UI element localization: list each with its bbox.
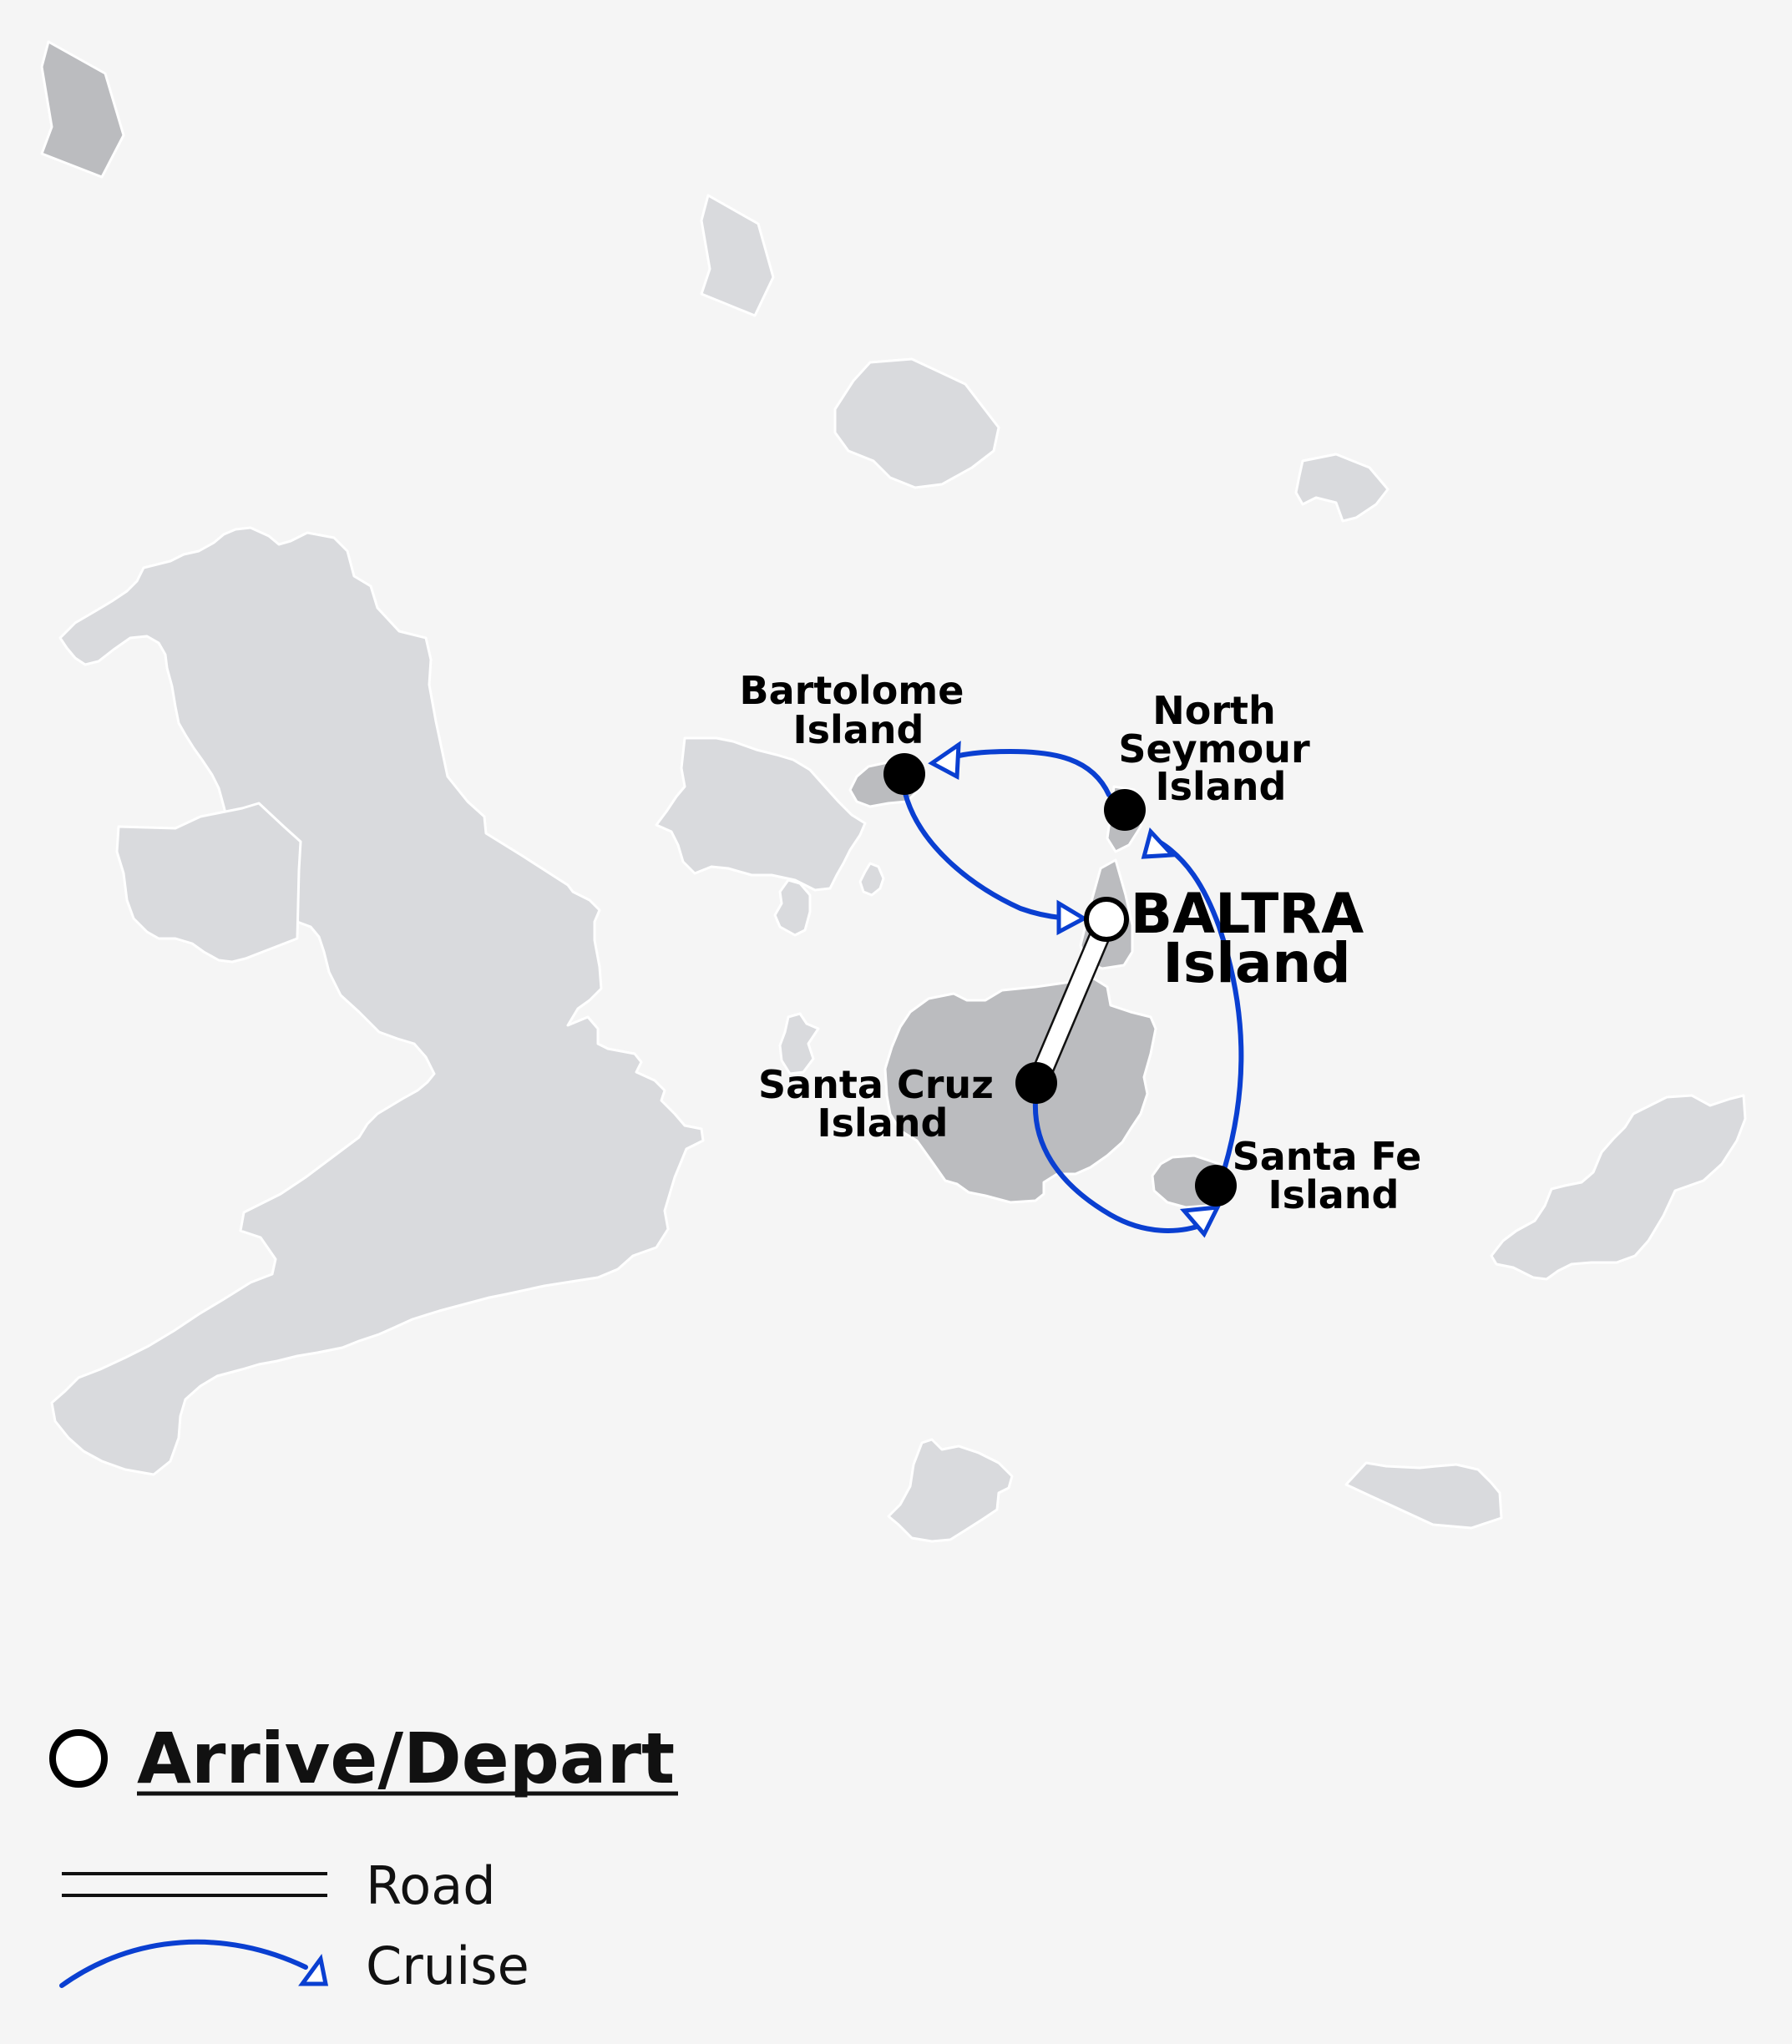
island-rabida: [773, 878, 812, 937]
island-fernandina: [115, 802, 302, 964]
cruise-arrowhead-santa-fe: [1179, 1205, 1222, 1238]
island-pinzon: [778, 1012, 820, 1075]
label-santa-fe: Santa Fe Island: [1233, 1134, 1435, 1217]
cruise-north-seymour-to-bartolome: [936, 748, 1111, 797]
cruise-routes: [903, 741, 1244, 1238]
island-isabela: [50, 526, 705, 1476]
legend: Arrive/Depart Road Cruise: [49, 1718, 678, 1996]
legend-title: Arrive/Depart: [137, 1718, 675, 1799]
cruise-arrowhead-bartolome: [928, 741, 961, 781]
stop-baltra-hub: [1084, 897, 1129, 942]
cruise-arrowhead-north-seymour: [1141, 827, 1177, 859]
road-baltra-santa-cruz: [1027, 915, 1116, 1089]
label-bartolome: Bartolome Island: [740, 668, 978, 752]
legend-arrive-depart-icon: [49, 1729, 108, 1788]
cruise-arrowhead-baltra: [1056, 899, 1089, 936]
island-darwin: [40, 40, 125, 179]
stop-santa-cruz: [1015, 1062, 1057, 1104]
legend-road-label: Road: [366, 1855, 496, 1916]
island-floreana: [887, 1438, 1014, 1543]
island-marchena: [1294, 453, 1390, 523]
legend-cruise-label: Cruise: [366, 1935, 529, 1996]
label-santa-cruz: Santa Cruz Island: [758, 1062, 1007, 1146]
stops: [883, 753, 1237, 1207]
label-baltra: BALTRA Island: [1131, 882, 1383, 995]
legend-cruise-icon: [59, 1939, 329, 1988]
cruise-santa-cruz-to-santa-fe: [1032, 1083, 1207, 1233]
island-wolf: [700, 194, 775, 317]
label-north-seymour: North Seymour Island: [1118, 688, 1323, 809]
island-santiago: [655, 736, 867, 892]
stop-bartolome: [883, 753, 925, 795]
place-labels: Bartolome Island North Seymour Island BA…: [740, 668, 1435, 1217]
island-espanola: [1344, 1461, 1503, 1530]
island-islet: [858, 862, 885, 897]
stop-santa-fe: [1195, 1165, 1237, 1207]
legend-road-icon: [62, 1872, 327, 1897]
cruise-santa-fe-to-north-seymour: [1157, 839, 1244, 1188]
island-san-cristobal: [1490, 1094, 1747, 1281]
island-pinta: [833, 357, 1000, 489]
stop-north-seymour: [1104, 789, 1146, 831]
